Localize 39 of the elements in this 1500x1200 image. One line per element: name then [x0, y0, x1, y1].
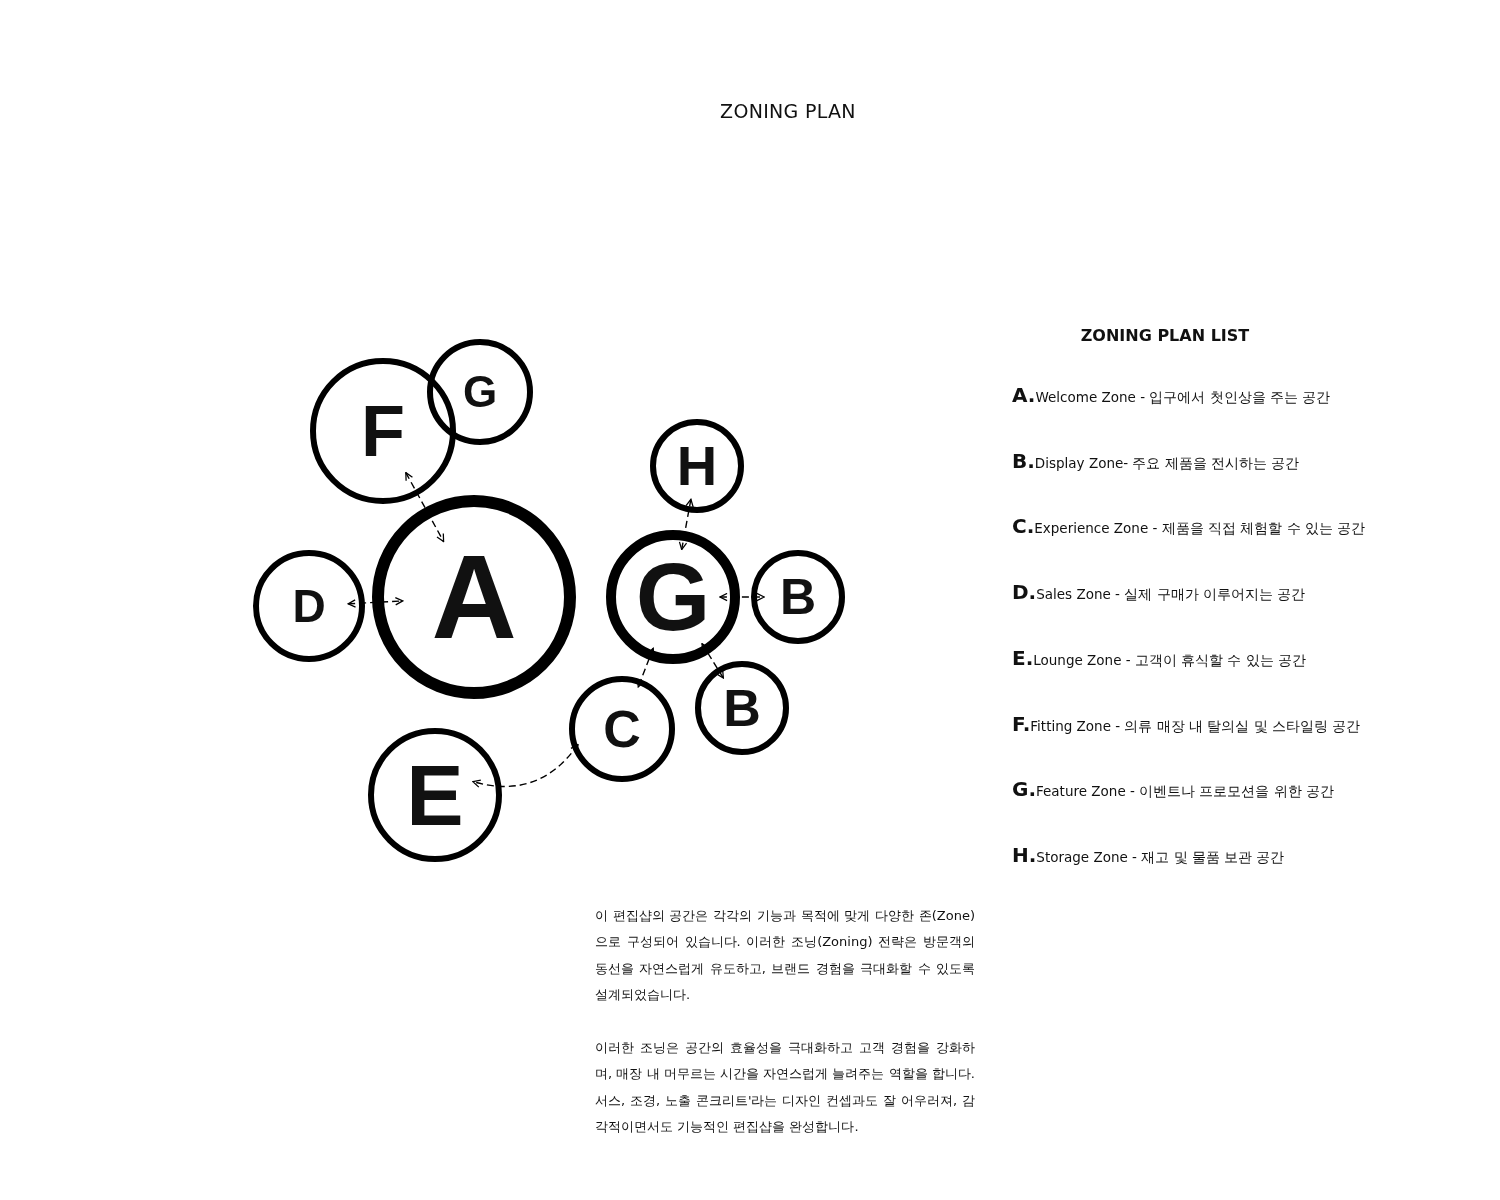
list-heading: ZONING PLAN LIST: [1079, 326, 1251, 345]
zone-description: G.Feature Zone - 이벤트나 프로모션을 위한 공간: [1012, 777, 1336, 802]
zone-circle: [253, 550, 365, 662]
zone-description: B.Display Zone- 주요 제품을 전시하는 공간: [1012, 448, 1301, 473]
zone-circle: [368, 728, 502, 862]
zone-letter: C: [603, 703, 641, 755]
zone-letter: D: [292, 583, 326, 629]
zone-circle: [372, 495, 576, 699]
zone-description: D.Sales Zone - 실제 구매가 이루어지는 공간: [1012, 580, 1307, 605]
description-paragraph: 이 편집샵의 공간은 각각의 기능과 목적에 맞게 다양한 존(Zone)으로 구성되어 있습니다. 이러한 조닝(Zoning) 전략은 방문객의 동선을 자연스럽게 유도하고, 브랜드 경험을 극대화할 수 있도록 설계되었습니다.: [595, 907, 975, 1004]
zone-description: F.Fitting Zone - 의류 매장 내 탈의실 및 스타일링 공간: [1012, 711, 1362, 736]
zone-description: H.Storage Zone - 재고 및 물품 보관 공간: [1012, 842, 1286, 867]
dashed-arrow: [701, 642, 725, 679]
zone-circle: [695, 661, 789, 755]
dashed-arrow: [719, 592, 765, 602]
zone-circle: [650, 419, 744, 513]
zone-circle: [310, 358, 456, 504]
zone-circle: [751, 550, 845, 644]
zone-description: A.Welcome Zone - 입구에서 첫인상을 주는 공간: [1012, 383, 1332, 407]
zone-circle: [606, 530, 740, 664]
dashed-arrow: [678, 498, 694, 551]
zone-description: C.Experience Zone - 제품을 직접 체험할 수 있는 공간: [1012, 514, 1367, 539]
zone-letter: H: [676, 438, 718, 494]
zone-letter: B: [723, 682, 761, 734]
zone-circle: [427, 339, 533, 445]
dashed-arrow: [472, 743, 579, 788]
dashed-arrow: [347, 597, 404, 608]
zone-letter: E: [406, 752, 464, 838]
zone-letter: G: [462, 370, 498, 414]
zone-description: E.Lounge Zone - 고객이 휴식할 수 있는 공간: [1012, 645, 1308, 670]
zone-letter: F: [361, 395, 405, 467]
zone-letter: G: [635, 549, 711, 645]
dashed-arrow: [636, 647, 655, 688]
diagram-title: ZONING PLAN: [719, 100, 857, 122]
zone-letter: A: [431, 538, 517, 656]
zone-circle: [569, 676, 675, 782]
dashed-arrow: [405, 471, 445, 543]
zone-letter: B: [779, 572, 817, 622]
description-paragraph: 이러한 조닝은 공간의 효율성을 극대화하고 고객 경험을 강화하며, 매장 내 머무르는 시간을 자연스럽게 늘려주는 역할을 합니다. 서스, 조경, 노출 콘크리트'라는 디자인 컨셉과도 잘 어우러져, 감각적이면서도 기능적인 편집샵을 완성합니다.: [595, 1039, 975, 1136]
